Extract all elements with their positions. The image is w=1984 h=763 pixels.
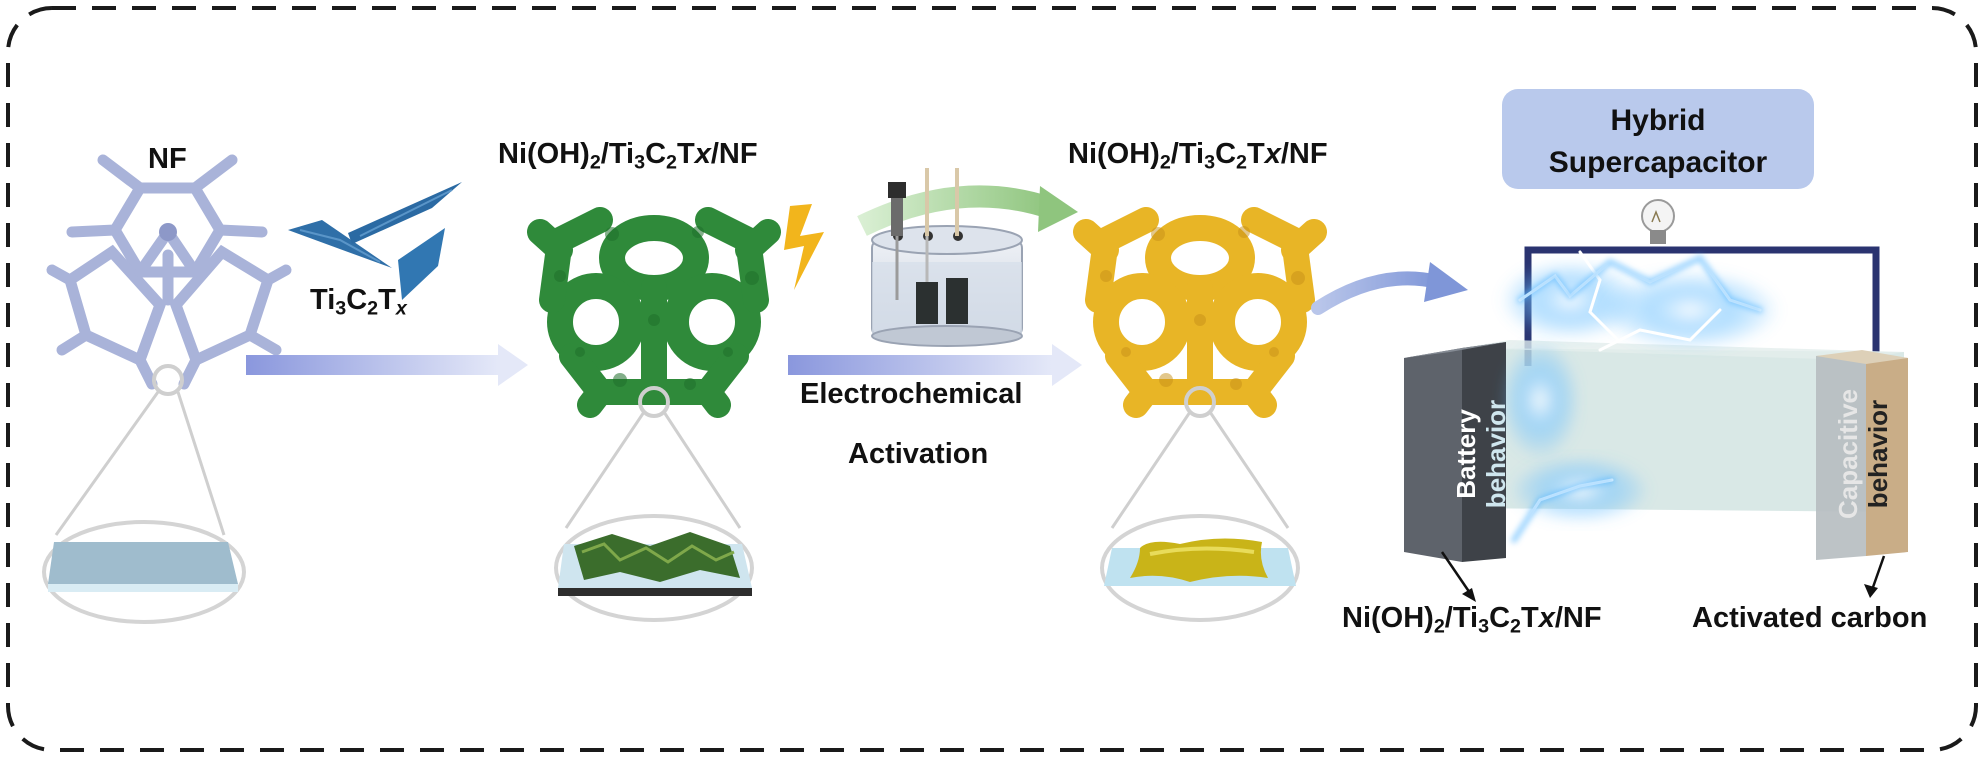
right-electrode-side — [1866, 352, 1908, 556]
lightning-icon — [784, 204, 824, 290]
left-electrode-top — [1404, 342, 1506, 358]
composite-texture — [554, 226, 759, 390]
zoom-lines-composite — [564, 411, 742, 529]
activated-surface — [1130, 538, 1268, 582]
nf-sheet — [48, 542, 238, 584]
arrow-nf-to-composite — [246, 344, 528, 386]
battery-behavior-label: Battery behavior — [1451, 399, 1511, 509]
zoom-ring-nf — [152, 364, 184, 396]
zoom-lines-activated — [1110, 411, 1290, 529]
composite-surface — [574, 532, 740, 582]
capacitive-behavior-label: Capacitive behavior — [1833, 388, 1893, 520]
nickel-foam-icon — [46, 154, 292, 390]
composite-foam-icon — [527, 207, 781, 418]
electrolyte-top — [1462, 340, 1904, 360]
activation-line1: Electrochemical — [800, 378, 1023, 410]
spark-bolts-blue — [1511, 254, 1763, 543]
right-electrode-face — [1816, 352, 1866, 560]
activated-surface-highlight — [1149, 546, 1255, 556]
left-electrode-face — [1404, 348, 1462, 562]
activated-foam-icon — [1073, 207, 1327, 418]
right-electrode-top — [1816, 350, 1908, 364]
nf-title: NF — [148, 143, 187, 175]
device-title-line1: Hybrid — [1610, 104, 1706, 137]
pointer-left-electrode — [1440, 551, 1476, 602]
nf-sheet-edge — [48, 584, 238, 592]
electrochemical-cell-icon — [857, 168, 1078, 347]
zoom-ring-activated — [1184, 386, 1216, 418]
activated-texture — [1100, 226, 1305, 390]
light-bulb-icon — [1641, 199, 1675, 244]
dashed-border — [6, 6, 1978, 752]
pointer-right-electrode — [1864, 555, 1886, 598]
left-electrode-side — [1462, 342, 1506, 562]
activation-line2: Activation — [848, 438, 989, 470]
composite-sheet-edge — [558, 588, 752, 596]
zoom-ring-composite — [638, 386, 670, 418]
right-electrode-material-label: Activated carbon — [1692, 602, 1928, 634]
mxene-flake-icon — [288, 182, 462, 300]
zoom-lines-nf — [54, 391, 226, 536]
arrow-composite-to-activated — [788, 344, 1082, 386]
device-title-box — [1502, 89, 1814, 189]
mxene-label: Ti3C2Tx — [310, 284, 407, 320]
activated-title: Ni(OH)2/Ti3C2Tx/NF — [1068, 138, 1328, 174]
composite-title: Ni(OH)2/Ti3C2Tx/NF — [498, 138, 758, 174]
curved-arrow-to-device — [1311, 262, 1468, 315]
left-electrode-material-label: Ni(OH)2/Ti3C2Tx/NF — [1342, 602, 1602, 638]
nf-node — [159, 223, 177, 241]
device-title-line2: Supercapacitor — [1548, 146, 1768, 179]
